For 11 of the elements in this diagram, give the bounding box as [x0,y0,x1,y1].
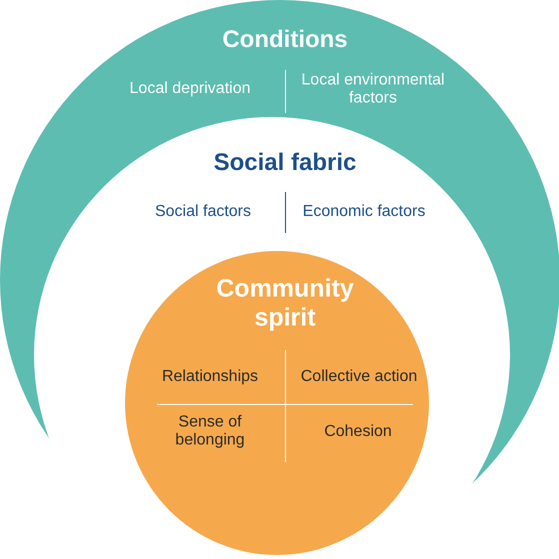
heading: Community spirit [215,274,355,332]
factor-text: Social factors [154,202,252,222]
quadrant-text: Cohesion [323,422,393,442]
quadrant-text: Relationships [160,368,260,386]
quadrant-text: Collective action [300,368,418,386]
heading: Conditions [221,26,349,54]
quadrant-text: Sense of belonging [174,414,246,450]
factor-text: Economic factors [302,202,426,222]
factor-text: Local deprivation [128,80,252,98]
factor-text: Local environmental factors [300,72,446,108]
heading: Social fabric [212,149,358,177]
